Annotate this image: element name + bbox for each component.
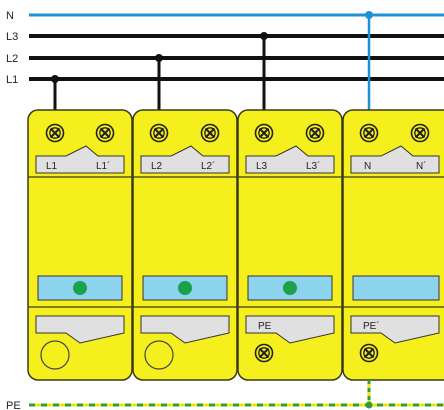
pe-terminal-label: PE — [258, 321, 272, 332]
status-indicator-dot — [178, 281, 192, 295]
module-1: L1 L1´ — [27, 109, 133, 381]
bus-drops — [51, 11, 373, 110]
bottom-label-plate — [35, 315, 125, 344]
status-indicator-dot — [73, 281, 87, 295]
terminal-right-label: N´ — [416, 160, 427, 172]
status-window — [352, 275, 440, 301]
module-3: L3 L3´ PE — [237, 109, 343, 381]
pe-terminal-label: PE´ — [363, 320, 380, 332]
l2-line-label: L2 — [6, 53, 18, 65]
terminal-right-label: L1´ — [96, 160, 110, 172]
empty-terminal-circle — [144, 340, 174, 370]
l3-line-label: L3 — [6, 31, 18, 43]
terminal-label-plate — [140, 145, 230, 174]
terminal-right-label: L2´ — [201, 160, 215, 172]
terminal-screw-icon — [254, 123, 274, 143]
terminal-right-label: L3´ — [306, 160, 320, 172]
bus-lines: N L3 L2 L1 — [6, 10, 444, 86]
module-4: N N´ PE´ — [342, 109, 444, 381]
terminal-left-label: N — [364, 161, 371, 172]
terminal-screw-icon — [410, 123, 430, 143]
n-junction-dot — [365, 11, 373, 19]
l1-junction-dot — [51, 75, 59, 83]
terminal-screw-icon — [45, 123, 65, 143]
pe-junction-dot — [365, 401, 373, 409]
l2-junction-dot — [155, 54, 163, 62]
l3-junction-dot — [260, 32, 268, 40]
bottom-label-plate — [140, 315, 230, 344]
bottom-label-plate — [245, 315, 335, 344]
terminal-left-label: L2 — [151, 161, 163, 172]
terminal-screw-icon — [359, 123, 379, 143]
terminal-left-label: L3 — [256, 161, 268, 172]
pe-terminal-screw-icon — [359, 343, 379, 363]
l1-line-label: L1 — [6, 74, 18, 86]
bottom-label-plate — [350, 315, 440, 344]
status-indicator-dot — [283, 281, 297, 295]
terminal-label-plate — [35, 145, 125, 174]
pe-bus: PE — [6, 380, 444, 410]
terminal-screw-icon — [200, 123, 220, 143]
module-2: L2 L2´ — [132, 109, 238, 381]
terminal-left-label: L1 — [46, 161, 58, 172]
terminal-screw-icon — [95, 123, 115, 143]
terminal-screw-icon — [305, 123, 325, 143]
terminal-label-plate — [245, 145, 335, 174]
pe-terminal-screw-icon — [254, 343, 274, 363]
terminal-label-plate — [350, 145, 440, 174]
empty-terminal-circle — [40, 340, 70, 370]
pe-line-label: PE — [6, 400, 21, 410]
n-line-label: N — [6, 10, 14, 22]
terminal-screw-icon — [149, 123, 169, 143]
